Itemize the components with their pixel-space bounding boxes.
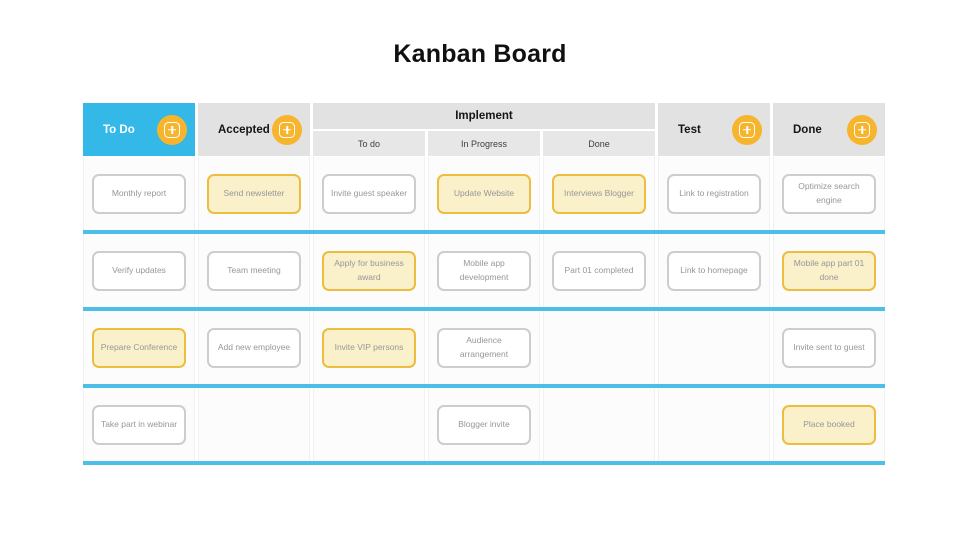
kanban-card-highlighted[interactable]: Update Website (437, 173, 531, 214)
subcolumn-header-done: Done (543, 131, 655, 156)
board-cell: Monthly report (83, 157, 195, 230)
column-label: Done (793, 123, 822, 136)
kanban-card[interactable]: Optimize search engine (782, 173, 876, 214)
page-title: Kanban Board (393, 40, 567, 68)
kanban-card[interactable]: Blogger invite (437, 404, 531, 445)
column-label: To Do (103, 123, 135, 136)
board-row: Verify updates Team meeting Apply for busi… (83, 234, 885, 307)
kanban-card-highlighted[interactable]: Prepare Conference (92, 327, 186, 368)
board-cell: Mobile app development (428, 234, 540, 307)
board-cell: Blogger invite (428, 388, 540, 461)
board-cell (313, 388, 425, 461)
kanban-card[interactable]: Link to registration (667, 173, 761, 214)
board-cell (658, 311, 770, 384)
subcolumn-header-todo: To do (313, 131, 425, 156)
column-header-accepted: Accepted (198, 103, 310, 156)
column-header-done: Done (773, 103, 885, 156)
board-cell: Apply for business award (313, 234, 425, 307)
board-cell: Team meeting (198, 234, 310, 307)
kanban-card[interactable]: Verify updates (92, 250, 186, 291)
kanban-card[interactable]: Take part in webinar (92, 404, 186, 445)
kanban-card-highlighted[interactable]: Mobile app part 01 done (782, 250, 876, 291)
add-card-button[interactable] (157, 114, 187, 145)
board-cell: Prepare Conference (83, 311, 195, 384)
kanban-card[interactable]: Part 01 completed (552, 250, 646, 291)
kanban-card-highlighted[interactable]: Send newsletter (207, 173, 301, 214)
board-cell: Part 01 completed (543, 234, 655, 307)
board-cell: Audience arrangement (428, 311, 540, 384)
board-cell: Send newsletter (198, 157, 310, 230)
plus-icon (854, 121, 870, 138)
board-cell: Optimize search engine (773, 157, 885, 230)
board-row: Prepare Conference Add new employee Invite… (83, 311, 885, 384)
row-divider (83, 307, 885, 311)
board-cell (198, 388, 310, 461)
kanban-card[interactable]: Add new employee (207, 327, 301, 368)
column-header-implement: Implement To do In Progress Done (313, 103, 655, 156)
kanban-card[interactable]: Audience arrangement (437, 327, 531, 368)
plus-icon (739, 121, 755, 138)
kanban-card-highlighted[interactable]: Interviews Blogger (552, 173, 646, 214)
column-label: Accepted (218, 123, 270, 136)
column-label: Test (678, 123, 701, 136)
kanban-card[interactable]: Link to homepage (667, 250, 761, 291)
board-body: Monthly report Send newsletter Invite gues… (83, 157, 885, 465)
add-card-button[interactable] (732, 114, 762, 145)
kanban-card-highlighted[interactable]: Invite VIP persons (322, 327, 416, 368)
board-cell: Interviews Blogger (543, 157, 655, 230)
board-cell: Verify updates (83, 234, 195, 307)
implement-subcolumns: To do In Progress Done (313, 131, 655, 156)
plus-icon (279, 121, 295, 138)
row-divider (83, 384, 885, 388)
column-header-test: Test (658, 103, 770, 156)
board-row: Take part in webinar Blogger invite Place … (83, 388, 885, 461)
kanban-board: To Do Accepted Implement To do In Progre… (83, 103, 885, 465)
board-cell: Link to registration (658, 157, 770, 230)
add-card-button[interactable] (847, 114, 877, 145)
board-cell: Mobile app part 01 done (773, 234, 885, 307)
kanban-card-highlighted[interactable]: Place booked (782, 404, 876, 445)
board-cell: Add new employee (198, 311, 310, 384)
subcolumn-header-in-progress: In Progress (428, 131, 540, 156)
kanban-card[interactable]: Mobile app development (437, 250, 531, 291)
board-header: To Do Accepted Implement To do In Progre… (83, 103, 885, 156)
board-cell: Invite VIP persons (313, 311, 425, 384)
board-cell: Link to homepage (658, 234, 770, 307)
board-row: Monthly report Send newsletter Invite gues… (83, 157, 885, 230)
board-cell: Take part in webinar (83, 388, 195, 461)
board-cell (543, 388, 655, 461)
board-cell: Invite guest speaker (313, 157, 425, 230)
column-header-todo: To Do (83, 103, 195, 156)
implement-group-label: Implement (313, 103, 655, 129)
kanban-card-highlighted[interactable]: Apply for business award (322, 250, 416, 291)
board-cell (658, 388, 770, 461)
kanban-card[interactable]: Team meeting (207, 250, 301, 291)
board-cell: Update Website (428, 157, 540, 230)
plus-icon (164, 121, 180, 138)
kanban-card[interactable]: Monthly report (92, 173, 186, 214)
kanban-card[interactable]: Invite sent to guest (782, 327, 876, 368)
board-cell: Invite sent to guest (773, 311, 885, 384)
kanban-card[interactable]: Invite guest speaker (322, 173, 416, 214)
board-cell (543, 311, 655, 384)
row-divider (83, 230, 885, 234)
board-cell: Place booked (773, 388, 885, 461)
add-card-button[interactable] (272, 114, 302, 145)
row-divider (83, 461, 885, 465)
